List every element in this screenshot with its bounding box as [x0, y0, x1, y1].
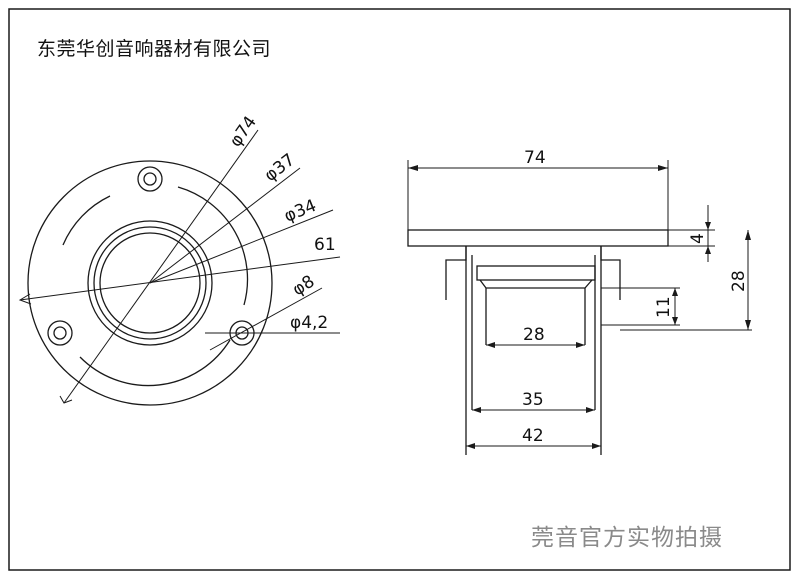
arrow-35-left [472, 407, 481, 413]
dim-w28-label: 28 [523, 325, 545, 345]
dim-w74-label: 74 [524, 148, 546, 168]
dim-61-label: 61 [314, 235, 336, 255]
arrow-4-bottom [705, 246, 711, 254]
dim-h28-label: 28 [729, 270, 749, 292]
mount-hole-left-inner [53, 326, 67, 340]
dim-h4-label: 4 [688, 233, 708, 244]
leader-d74 [63, 129, 259, 404]
arrow-42-left [466, 443, 475, 449]
ring-inner-circle [99, 232, 201, 334]
mount-hole-top [137, 166, 163, 192]
dome-curve [479, 279, 593, 289]
side-view [407, 160, 752, 455]
mount-hole-top-inner [143, 172, 157, 186]
ring-37-circle [93, 226, 207, 340]
arrow-11-top [672, 288, 678, 296]
arrow-28v-bottom [745, 320, 751, 330]
arrow-74-right [658, 165, 668, 171]
dim-d8-label: φ8 [289, 272, 318, 301]
leader-d37 [149, 167, 301, 284]
side-arrows [408, 165, 751, 449]
arrow-d74-end [59, 395, 73, 404]
arrow-74-left [408, 165, 418, 171]
mount-hole-left [47, 320, 73, 346]
arrow-28v-top [745, 230, 751, 240]
dim-d34-label: φ34 [281, 196, 319, 227]
leader-d34 [149, 209, 334, 284]
leader-61 [19, 256, 341, 301]
pitch-arc-top [62, 195, 111, 246]
watermark-text: 莞音官方实物拍摄 [531, 525, 723, 551]
pitch-arc-right [177, 186, 249, 306]
arrow-42-right [592, 443, 601, 449]
flange-plate [407, 229, 669, 247]
pitch-arc-bottom [79, 339, 231, 387]
arrow-11-bottom [672, 317, 678, 325]
dim-w42-label: 42 [522, 426, 544, 446]
arrow-28h-left [486, 342, 495, 348]
company-title: 东莞华创音响器材有限公司 [37, 38, 272, 60]
dim-d37-label: φ37 [261, 150, 299, 186]
leader-d8 [209, 287, 323, 351]
dim-d74-label: φ74 [226, 112, 261, 150]
drawing-border [8, 8, 791, 571]
dim-w35-label: 35 [522, 390, 544, 410]
ring-34-circle [87, 220, 213, 346]
arrow-4-top [705, 222, 711, 230]
arrow-61-start [18, 293, 32, 305]
dim-d42-label: φ4,2 [290, 313, 328, 333]
dome-cap [476, 265, 596, 281]
front-view [18, 129, 341, 406]
flange-outer-circle [27, 160, 273, 406]
arrow-28h-right [576, 342, 585, 348]
arrow-35-right [586, 407, 595, 413]
dim-h11-label: 11 [654, 296, 674, 318]
